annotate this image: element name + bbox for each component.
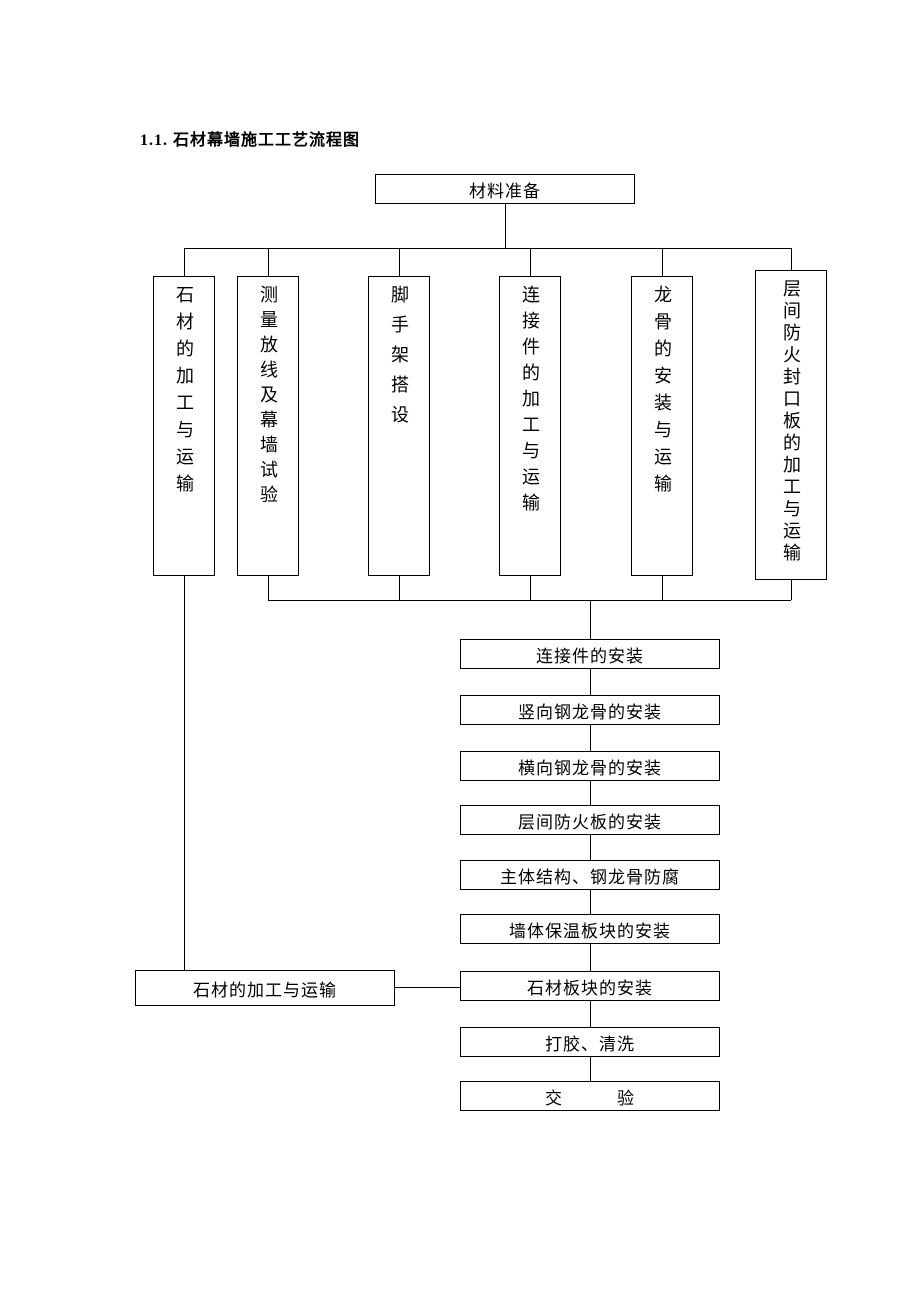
flow-step-acceptance-inspection: 交 验 [460, 1081, 720, 1111]
flow-step-wall-insulation-board-installation: 墙体保温板块的安装 [460, 914, 720, 944]
flow-step-sealant-and-cleaning: 打胶、清洗 [460, 1027, 720, 1057]
connector-line [791, 248, 792, 270]
flow-box-material-preparation: 材料准备 [375, 174, 635, 204]
flow-step-interlayer-firestop-board-installation: 层间防火板的安装 [460, 805, 720, 835]
connector-line [399, 248, 400, 276]
connector-line [399, 576, 400, 600]
flow-col-label: 石材的加工与运输 [174, 285, 194, 501]
flow-step-connector-installation: 连接件的安装 [460, 639, 720, 669]
connector-line [590, 890, 591, 914]
connector-line [590, 669, 591, 695]
flow-col-stone-processing-transport: 石材的加工与运输 [153, 276, 215, 576]
connector-line [184, 248, 185, 276]
connector-line [184, 248, 791, 249]
connector-line [184, 576, 185, 970]
connector-line [268, 248, 269, 276]
flow-box-stone-processing-transport: 石材的加工与运输 [135, 970, 395, 1006]
connector-line [662, 576, 663, 600]
connector-line [395, 987, 460, 988]
connector-line [791, 580, 792, 600]
flow-col-survey-layout-curtain-wall-test: 测量放线及幕墙试验 [237, 276, 299, 576]
connector-line [590, 781, 591, 805]
flow-col-keel-installation-transport: 龙骨的安装与运输 [631, 276, 693, 576]
connector-line [590, 600, 591, 639]
flow-col-label: 连接件的加工与运输 [520, 285, 540, 519]
connector-line [590, 1057, 591, 1081]
flow-col-scaffolding-erection: 脚手架搭设 [368, 276, 430, 576]
flow-step-structure-keel-anticorrosion: 主体结构、钢龙骨防腐 [460, 860, 720, 890]
connector-line [590, 1001, 591, 1027]
connector-line [268, 576, 269, 600]
connector-line [590, 835, 591, 860]
flow-col-label: 测量放线及幕墙试验 [258, 285, 278, 510]
flow-col-firestop-board-processing-transport: 层间防火封口板的加工与运输 [755, 270, 827, 580]
connector-line [268, 600, 791, 601]
flow-col-label: 龙骨的安装与运输 [652, 285, 672, 501]
connector-line [530, 576, 531, 600]
flow-col-label: 脚手架搭设 [389, 285, 409, 435]
page-title: 1.1. 石材幕墙施工工艺流程图 [140, 132, 361, 149]
flow-step-vertical-steel-keel-installation: 竖向钢龙骨的安装 [460, 695, 720, 725]
flow-col-label: 层间防火封口板的加工与运输 [781, 279, 801, 565]
connector-line [662, 248, 663, 276]
flow-col-connector-processing-transport: 连接件的加工与运输 [499, 276, 561, 576]
flow-step-stone-panel-installation: 石材板块的安装 [460, 971, 720, 1001]
connector-line [590, 725, 591, 751]
flow-step-horizontal-steel-keel-installation: 横向钢龙骨的安装 [460, 751, 720, 781]
connector-line [530, 248, 531, 276]
connector-line [505, 204, 506, 248]
connector-line [590, 944, 591, 971]
